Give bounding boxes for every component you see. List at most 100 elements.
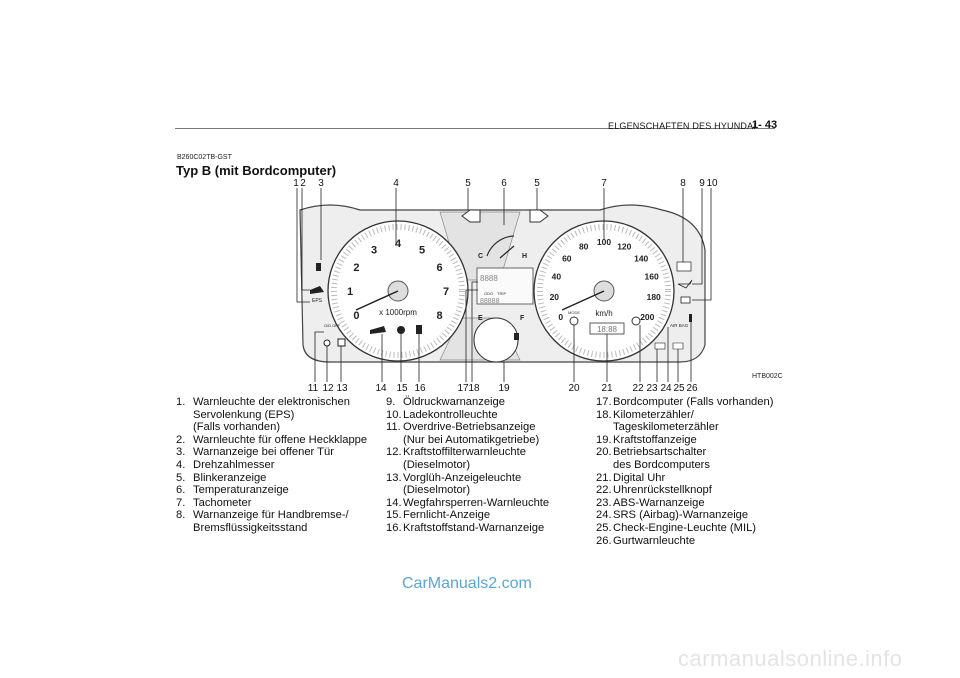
svg-text:H: H [522,253,527,260]
callout-number-bottom: 11 [308,383,319,394]
high-beam-icon [397,326,405,334]
legend-item-number: 8. [176,509,186,522]
legend-item-text: Blinkeranzeige [193,471,267,484]
callout-number-top: 4 [393,178,399,189]
legend-item-number: 4. [176,458,186,471]
callout-number-top: 5 [465,178,471,189]
legend-item: 5. Blinkeranzeige [176,472,372,485]
oil-pressure-icon [677,279,693,289]
legend-item-number: 25. [596,521,612,534]
legend-item-text: Digital Uhr [613,471,666,484]
callout-number-bottom: 25 [673,383,685,394]
legend-item: 26.Gurtwarnleuchte [596,535,786,548]
legend-item-number: 3. [176,446,186,459]
tacho-unit-label: x 1000rpm [379,308,417,317]
turn-signal-left-icon [461,209,481,223]
callout-number-bottom: 12 [322,383,334,394]
page-number: 1- 43 [752,119,778,131]
legend-item-number: 13. [386,471,402,484]
tacho-scale-number: 3 [371,244,377,256]
speedo-scale-number: 60 [562,254,572,264]
legend-item: 25.Check-Engine-Leuchte (MIL) [596,522,786,535]
svg-text:8888: 8888 [480,274,498,283]
callout-number-top: 8 [680,178,686,189]
fuel-filter-icon [337,338,346,347]
callout-number-top: 6 [501,178,507,189]
speedo-scale-number: 0 [558,312,563,322]
legend-item-text: Wegfahrsperren-Warnleuchte [403,496,550,509]
speedo-scale-number: 140 [634,254,648,264]
figure-code: HTB002C [752,373,783,380]
svg-text:F: F [520,315,525,322]
callout-number-bottom: 23 [646,383,658,394]
battery-icon [680,296,691,304]
legend-item: 3.Warnanzeige bei offener Tür [176,446,372,459]
svg-text:18:88: 18:88 [597,325,618,334]
speedometer-needle [561,290,605,311]
tacho-scale-number: 6 [437,262,443,274]
callout-number-bottom: 13 [336,383,348,394]
legend-item-text: Ladekontrolleuchte [403,408,498,421]
legend-item-text: Overdrive-Betriebsanzeige [403,421,536,434]
legend-column-3: 17.Bordcomputer (Falls vorhanden)18.Kilo… [596,396,786,547]
legend-item: 20.Betriebsartschalter [596,446,786,459]
legend-item-number: 2. [176,433,186,446]
legend-item-text: Bordcomputer (Falls vorhanden) [613,396,774,408]
tacho-scale-number: 8 [437,310,443,322]
legend-item-number: 14. [386,496,402,509]
turn-signal-right-icon [529,209,549,223]
speedo-scale-number: 40 [552,272,562,282]
page-title: Typ B (mit Bordcomputer) [176,163,337,178]
speedo-scale-number: 120 [617,241,631,251]
glow-plug-icon [323,339,331,347]
svg-text:C: C [478,253,483,260]
callout-number-top: 7 [601,178,607,189]
legend-item-number: 26. [596,534,612,547]
legend-item: 7.Tachometer [176,497,372,510]
legend-item: 9.Öldruckwarnanzeige [386,396,586,409]
legend-item: 2.Warnleuchte für offene Heckklappe [176,434,372,447]
svg-text:E: E [478,315,483,322]
legend-item-continuation: Servolenkung (EPS) [193,408,295,421]
legend-item: 14.Wegfahrsperren-Warnleuchte [386,497,586,510]
callout-number-top: 3 [318,178,324,189]
legend-item-number: 18. [596,408,612,421]
legend-item-text: Warnanzeige für Handbremse-/ [193,509,349,522]
legend-item: 13.Vorglüh-Anzeigeleuchte [386,472,586,485]
legend-item-number: 1. [176,396,186,408]
mode-label: MODE [568,310,580,315]
speedo-scale-number: 80 [579,241,589,251]
legend-item: 21.Digital Uhr [596,472,786,485]
watermark-carmanuals[interactable]: CarManuals2.com [402,575,532,592]
legend-item-continuation: Tageskilometerzähler [613,421,719,434]
callout-number-bottom: 19 [498,383,510,394]
legend-item-number: 17. [596,396,612,408]
legend-item-number: 5. [176,471,186,484]
temperature-gauge-arc [486,235,515,257]
legend-item-number: 21. [596,471,612,484]
legend-item-number: 20. [596,446,612,459]
callout-number-bottom: 16 [414,383,426,394]
mode-button [569,316,579,326]
seatbelt-icon [689,314,692,322]
legend-item: 6.Temperaturanzeige [176,484,372,497]
callout-number-bottom: 21 [601,383,613,394]
clock-reset-knob [631,316,641,326]
callout-number-bottom: 18 [468,383,480,394]
tacho-scale-number: 7 [443,286,449,298]
legend-item-continuation: (Nur bei Automatikgetriebe) [403,433,540,446]
header-rule [175,128,775,129]
legend-item: 24.SRS (Airbag)-Warnanzeige [596,509,786,522]
legend-item-text: Kraftstoffanzeige [613,433,697,446]
callout-number-bottom: 22 [632,383,644,394]
tachometer-needle [355,290,399,311]
fuel-level-warning-icon [416,325,422,334]
legend-item-text: Öldruckwarnanzeige [403,396,505,408]
tacho-scale-number: 0 [353,310,359,322]
callout-number-bottom: 14 [375,383,387,394]
legend-item-number: 10. [386,408,402,421]
legend-item: 15.Fernlicht-Anzeige [386,509,586,522]
